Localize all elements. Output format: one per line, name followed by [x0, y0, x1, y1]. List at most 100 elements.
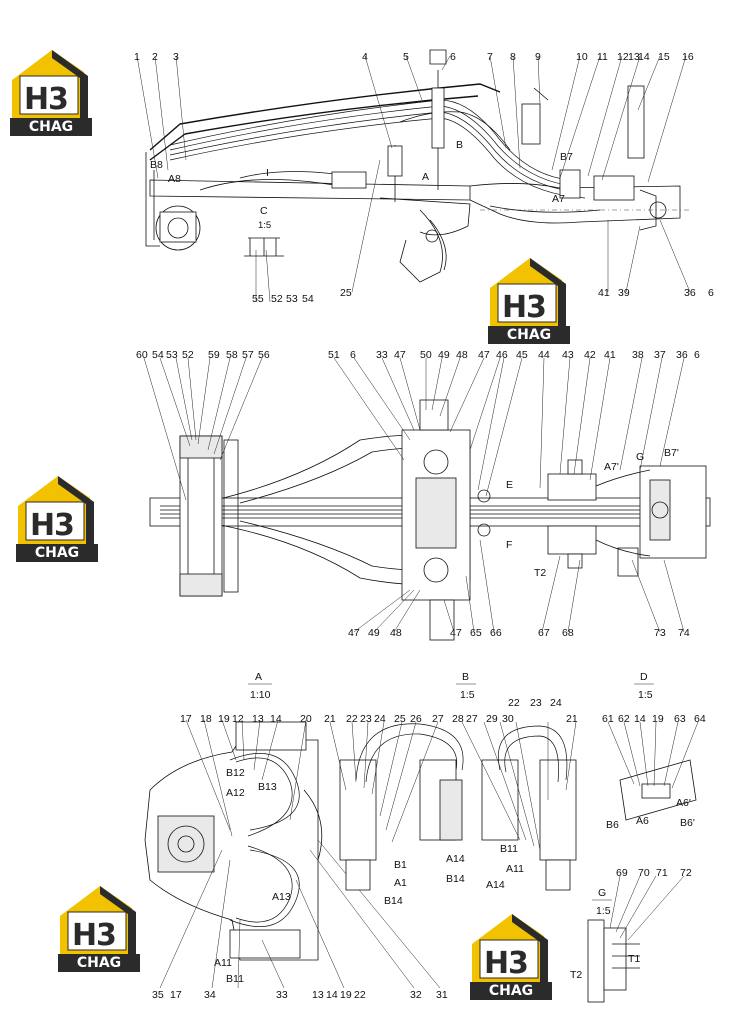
part-label: B6 — [606, 819, 619, 831]
part-label: 66 — [490, 627, 502, 639]
part-label: A12 — [226, 787, 245, 799]
part-label: 35 — [152, 989, 164, 1001]
part-label: B1 — [394, 859, 407, 871]
detail-d: D 1:5 61 62 14 19 63 64 A6' B6 A6 B6' — [602, 671, 706, 831]
side-view — [145, 49, 690, 283]
part-label: 71 — [656, 867, 668, 879]
part-label: B12 — [226, 767, 245, 779]
part-label: 14 — [326, 989, 338, 1001]
part-label: 57 — [242, 349, 254, 361]
part-label: 61 — [602, 713, 614, 725]
part-label: 12 — [617, 51, 629, 63]
part-label: B14 — [384, 895, 403, 907]
part-label: A7' — [604, 461, 619, 473]
part-label: 8 — [510, 51, 516, 63]
part-label: 24 — [374, 713, 386, 725]
plan-view — [149, 399, 711, 641]
part-label: B7' — [664, 447, 679, 459]
part-label: E — [506, 479, 513, 491]
detail-title: B — [462, 671, 469, 683]
part-label: 19 — [340, 989, 352, 1001]
detail-scale: 1:10 — [250, 689, 271, 701]
part-label: 36 — [676, 349, 688, 361]
part-label: 9 — [535, 51, 541, 63]
part-label: 62 — [618, 713, 630, 725]
part-label: 67 — [538, 627, 550, 639]
part-label: 6 — [450, 51, 456, 63]
part-label: A13 — [272, 891, 291, 903]
part-label: T2 — [534, 567, 546, 579]
part-label: 63 — [674, 713, 686, 725]
part-label: 3 — [173, 51, 179, 63]
part-label: A14 — [486, 879, 505, 891]
part-label: 48 — [456, 349, 468, 361]
part-label: B11 — [500, 843, 518, 855]
part-label: 72 — [680, 867, 692, 879]
part-label: 19 — [218, 713, 230, 725]
part-label: 47 — [348, 627, 360, 639]
part-label: 51 — [328, 349, 340, 361]
part-label: G — [636, 451, 644, 463]
part-label: 6 — [708, 287, 714, 299]
part-label: 22 — [354, 989, 366, 1001]
part-label: 18 — [200, 713, 212, 725]
side-view-labels: 1 2 3 4 5 6 7 8 9 10 11 12 13 14 15 16 B… — [134, 51, 714, 305]
brand-logo: CHAG — [57, 885, 141, 973]
part-label: T1 — [628, 953, 640, 965]
part-label: 24 — [550, 697, 562, 709]
logo-text: CHAG — [489, 983, 533, 999]
part-label: B — [456, 139, 463, 151]
part-label: 25 — [340, 287, 352, 299]
part-label: 69 — [616, 867, 628, 879]
part-label: 33 — [276, 989, 288, 1001]
part-label: 27 — [432, 713, 444, 725]
part-label: 12 — [232, 713, 244, 725]
part-label: B13 — [258, 781, 277, 793]
detail-a: A 1:10 17 18 19 12 13 14 20 B12 A12 B13 — [144, 671, 448, 1001]
detail-title: G — [598, 887, 606, 899]
part-label: 74 — [678, 627, 690, 639]
part-label: 47 — [394, 349, 406, 361]
part-label: 60 — [136, 349, 148, 361]
detail-g: G 1:5 69 70 71 72 T1 T2 — [570, 867, 692, 1003]
detail-title: D — [640, 671, 648, 683]
part-label: A11 — [506, 863, 524, 875]
part-label: 4 — [362, 51, 368, 63]
part-label: 1 — [134, 51, 140, 63]
part-label: A6' — [676, 797, 691, 809]
part-label: B14 — [446, 873, 465, 885]
part-label: 29 — [486, 713, 498, 725]
part-label: 27 — [466, 713, 478, 725]
detail-scale: 1:5 — [596, 905, 611, 917]
part-label: 53 — [166, 349, 178, 361]
part-label: 65 — [470, 627, 482, 639]
part-label: 10 — [576, 51, 588, 63]
part-label: C — [260, 205, 268, 217]
part-label: 14 — [270, 713, 282, 725]
part-label: 59 — [208, 349, 220, 361]
part-label: 17 — [180, 713, 192, 725]
part-label: 30 — [502, 713, 514, 725]
part-label: A11 — [214, 957, 232, 969]
logo-text: CHAG — [77, 955, 121, 971]
part-label: B8 — [150, 159, 163, 171]
part-label: 31 — [436, 989, 448, 1001]
part-label: 56 — [258, 349, 270, 361]
logo-text: CHAG — [35, 545, 79, 561]
part-label: A14 — [446, 853, 465, 865]
part-label: 36 — [684, 287, 696, 299]
part-label: 13 — [312, 989, 324, 1001]
part-label: 44 — [538, 349, 550, 361]
part-label: F — [506, 539, 512, 551]
part-label: 41 — [598, 287, 610, 299]
part-label: 21 — [566, 713, 578, 725]
part-label: 7 — [487, 51, 493, 63]
part-label: A8 — [168, 173, 181, 185]
detail-scale: 1:5 — [460, 689, 475, 701]
brand-logo: CHAG — [487, 257, 571, 345]
part-label: B7 — [560, 151, 573, 163]
part-label: 47 — [450, 627, 462, 639]
part-label: 13 — [252, 713, 264, 725]
logo-text: CHAG — [29, 119, 73, 135]
